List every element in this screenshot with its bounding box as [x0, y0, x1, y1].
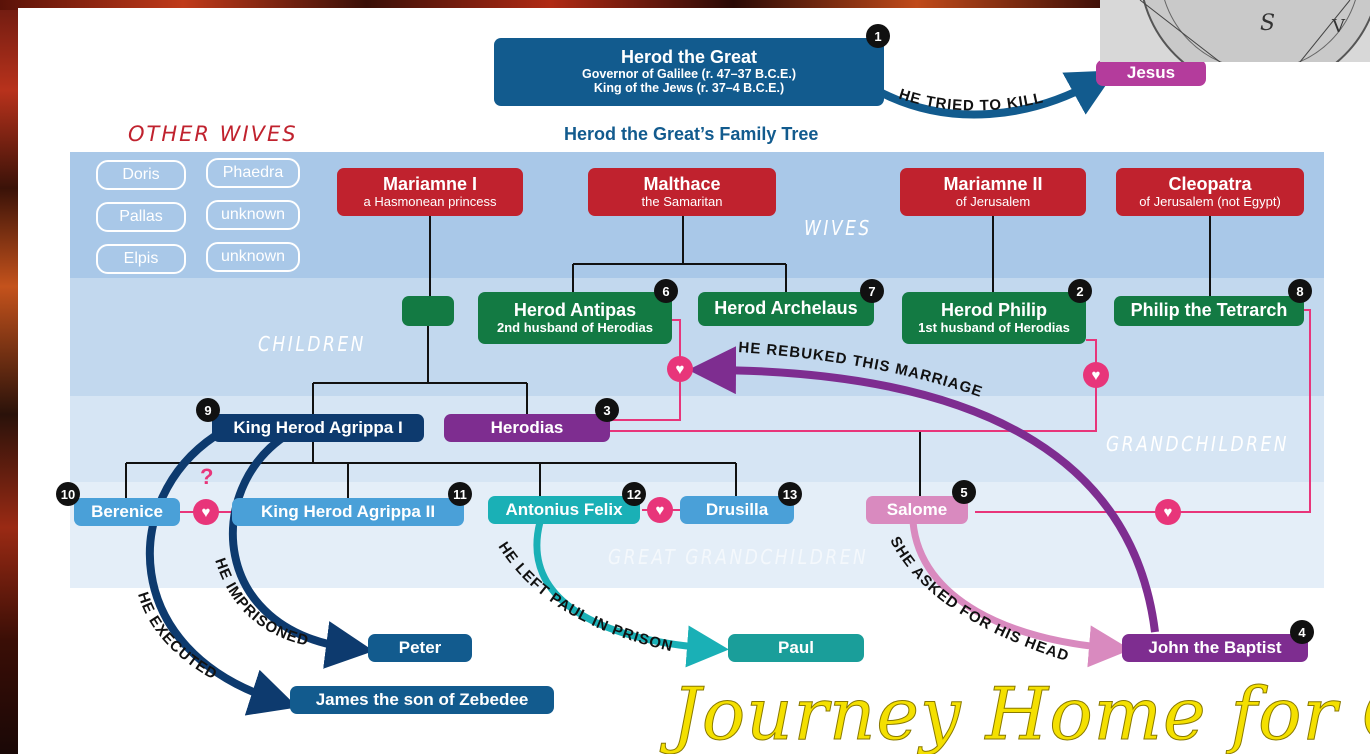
heart-icon: ♥ — [647, 497, 673, 523]
target-peter: Peter — [368, 634, 472, 662]
wife-desc: of Jerusalem — [955, 193, 1031, 209]
badge-felix: 12 — [622, 482, 646, 506]
executed-arrow — [145, 432, 298, 716]
child-name: Herod Antipas — [513, 299, 637, 320]
wife-name: Cleopatra — [1168, 173, 1252, 194]
uncertain-marriage-mark: ? — [200, 464, 214, 489]
herod-line1: Governor of Galilee (r. 47–37 B.C.E.) — [582, 67, 796, 82]
label-executed: HE EXECUTED — [134, 590, 220, 683]
compass-corner-image: S V — [1100, 0, 1370, 62]
tried-to-kill-arrow — [878, 70, 1116, 119]
tree-title: Herod the Great’s Family Tree — [564, 124, 819, 144]
watermark-text: Journey Home for C — [672, 672, 1370, 754]
target-james: James the son of Zebedee — [290, 686, 554, 714]
wife-name: Malthace — [643, 173, 721, 194]
badge-archelaus: 7 — [860, 279, 884, 303]
wife-malthace: Malthace the Samaritan — [588, 168, 776, 216]
child-philip-tetrarch: Philip the Tetrarch — [1114, 296, 1304, 326]
great-grandchild-drusilla: Drusilla — [680, 496, 794, 524]
band-label-great-grandchildren: GREAT GRANDCHILDREN — [608, 545, 869, 569]
left-paul-arrow — [533, 521, 729, 668]
heart-icon: ♥ — [1083, 362, 1109, 388]
grandchild-salome: Salome — [866, 496, 968, 524]
band-label-grandchildren: GRANDCHILDREN — [1106, 432, 1290, 456]
band-label-wives: WIVES — [804, 216, 872, 240]
target-paul: Paul — [728, 634, 864, 662]
other-wife-elpis: Elpis — [96, 244, 186, 274]
other-wife-unknown-1: unknown — [206, 200, 300, 230]
badge-agrippa-ii: 11 — [448, 482, 472, 506]
grandchild-agrippa-i: King Herod Agrippa I — [212, 414, 424, 442]
svg-text:V: V — [1331, 16, 1346, 37]
herod-line2: King of the Jews (r. 37–4 B.C.E.) — [593, 80, 785, 95]
child-desc: 1st husband of Herodias — [918, 319, 1070, 335]
grandchild-herodias: Herodias — [444, 414, 610, 442]
badge-philip: 2 — [1068, 279, 1092, 303]
wife-mariamne-ii: Mariamne II of Jerusalem — [900, 168, 1086, 216]
label-asked-head: SHE ASKED FOR HIS HEAD — [886, 534, 1071, 665]
compass-icon: S V — [1139, 0, 1370, 62]
wife-cleopatra: Cleopatra of Jerusalem (not Egypt) — [1116, 168, 1304, 216]
background-edge-top — [0, 0, 1100, 10]
badge-herodias: 3 — [595, 398, 619, 422]
child-herod-antipas: Herod Antipas 2nd husband of Herodias — [478, 292, 672, 344]
wife-desc: of Jerusalem (not Egypt) — [1139, 193, 1281, 209]
wife-desc: a Hasmonean princess — [363, 193, 497, 209]
heart-icon: ♥ — [193, 499, 219, 525]
background-edge-left — [0, 0, 22, 754]
great-grandchild-berenice: Berenice — [74, 498, 180, 526]
family-lines — [125, 214, 1211, 498]
wife-name: Mariamne II — [943, 173, 1043, 194]
jesus-box: Jesus — [1096, 60, 1206, 86]
asked-head-arrow — [909, 521, 1131, 668]
target-john-the-baptist: John the Baptist — [1122, 634, 1308, 662]
wife-desc: the Samaritan — [641, 193, 723, 209]
other-wife-phaedra: Phaedra — [206, 158, 300, 188]
wife-mariamne-i: Mariamne I a Hasmonean princess — [337, 168, 523, 216]
svg-text:S: S — [1260, 11, 1275, 36]
child-herod-archelaus: Herod Archelaus — [698, 292, 874, 326]
badge-antipas: 6 — [654, 279, 678, 303]
great-grandchild-antonius-felix: Antonius Felix — [488, 496, 640, 524]
herod-the-great-box: Herod the Great Governor of Galilee (r. … — [494, 38, 884, 106]
great-grandchild-agrippa-ii: King Herod Agrippa II — [232, 498, 464, 526]
imprisoned-arrow — [229, 432, 374, 669]
rebuked-arrow — [688, 346, 1159, 633]
badge-tetrarch: 8 — [1288, 279, 1312, 303]
herod-title: Herod the Great — [620, 47, 758, 68]
heart-icon: ♥ — [1155, 499, 1181, 525]
badge-agrippa-i: 9 — [196, 398, 220, 422]
heart-icon: ♥ — [667, 356, 693, 382]
other-wife-doris: Doris — [96, 160, 186, 190]
band-label-children: CHILDREN — [258, 332, 366, 356]
badge-herod: 1 — [866, 24, 890, 48]
badge-john: 4 — [1290, 620, 1314, 644]
child-desc: 2nd husband of Herodias — [496, 319, 653, 335]
child-name: Herod Philip — [940, 299, 1047, 320]
child-unnamed — [402, 296, 454, 326]
wife-name: Mariamne I — [382, 173, 478, 194]
other-wife-unknown-2: unknown — [206, 242, 300, 272]
badge-berenice: 10 — [56, 482, 80, 506]
badge-drusilla: 13 — [778, 482, 802, 506]
child-herod-philip: Herod Philip 1st husband of Herodias — [902, 292, 1086, 344]
other-wife-pallas: Pallas — [96, 202, 186, 232]
other-wives-heading: OTHER WIVES — [128, 122, 298, 146]
badge-salome: 5 — [952, 480, 976, 504]
